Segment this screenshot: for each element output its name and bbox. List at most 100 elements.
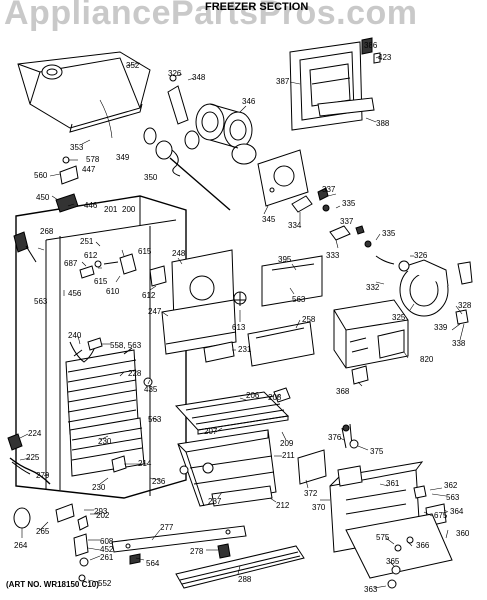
callout-label: 201 [104,205,118,214]
callout-label: 268 [40,227,54,236]
callout-label: 277 [160,523,174,532]
fitting-part [13,231,37,263]
callout-label: 563 [148,415,162,424]
crusher-parts [291,187,372,248]
callout-label: 387 [276,77,290,86]
callout-label: 231 [238,345,252,354]
callout-label: 208 [268,393,282,402]
cover-part [247,321,315,367]
callout-label: 337 [340,217,354,226]
callout-label: 335 [342,199,356,208]
clip-part [351,365,369,385]
callout-label: 261 [100,553,114,562]
callout-label: 365 [386,557,400,566]
callout-label: 337 [322,185,336,194]
callout-label: 675 [434,511,448,520]
bracket-part [167,74,189,125]
leader-lines [19,55,465,589]
callout-label: 335 [382,229,396,238]
callout-label: 338 [452,339,466,348]
callout-label: 240 [68,331,82,340]
callout-label: 326 [168,69,182,78]
callout-label: 608 [100,537,114,546]
callout-label: 202 [96,511,110,520]
callout-label: 212 [276,501,290,510]
screw-part [394,544,402,552]
diagram-title: FREEZER SECTION [205,1,309,13]
clip-part [111,455,127,473]
callout-label: 395 [278,255,292,264]
callout-label: 206 [246,391,260,400]
callout-label: 615 [138,247,152,256]
callout-label: 375 [370,447,384,456]
callout-label: 247 [148,307,162,316]
thermistor-part [341,423,359,449]
callout-labels: 352 326 348 386 423 387 388 346 353 349 … [14,41,472,594]
callout-label: 386 [364,41,378,50]
callout-label: 293 [94,507,108,516]
tubing-part [7,433,51,485]
callout-label: 348 [192,73,206,82]
cover-box-part [297,449,327,485]
mounting-plate-part [257,149,309,207]
callout-label: 225 [26,453,40,462]
callout-label: 366 [416,541,430,550]
wiring-part [69,341,97,363]
callout-label: 687 [64,259,78,268]
hinge-part [217,543,231,559]
callout-label: 364 [450,507,464,516]
callout-label: 237 [208,497,222,506]
callout-label: 230 [98,437,112,446]
callout-label: 332 [366,283,380,292]
callout-label: 345 [262,215,276,224]
callout-label: 612 [84,251,98,260]
callout-label: 615 [94,277,108,286]
callout-label: 578 [86,155,100,164]
light-socket-part [79,253,137,279]
drain-parts [13,503,89,531]
callout-label: 368 [336,387,350,396]
callout-label: 560 [34,171,48,180]
wire-shelf-part [175,387,291,435]
callout-label: 612 [142,291,156,300]
callout-label: 209 [280,439,294,448]
callout-label: 333 [326,251,340,260]
callout-label: 334 [288,221,302,230]
callout-label: 258 [302,315,316,324]
callout-label: 326 [414,251,428,260]
callout-label: 265 [36,527,50,536]
callout-label: 230 [92,483,106,492]
ice-bucket-part [17,51,151,139]
freezer-basket-part [177,429,277,507]
callout-label: 346 [242,97,256,106]
callout-label: 214 [138,459,152,468]
screw-part [406,536,414,544]
callout-label: 563 [34,297,48,306]
duct-part [203,341,235,363]
callout-label: 820 [420,355,434,364]
callout-label: 575 [376,533,390,542]
fastener-part [391,565,401,575]
callout-label: 328 [458,301,472,310]
callout-label: 376 [328,433,342,442]
callout-label: 563 [292,295,306,304]
callout-label: 446 [84,201,98,210]
evaporator-coil-part [65,347,139,435]
callout-label: 450 [36,193,50,202]
callout-label: 388 [376,119,390,128]
callout-label: 353 [70,143,84,152]
callout-label: 248 [172,249,186,258]
callout-label: 325 [392,313,406,322]
callout-label: 224 [28,429,42,438]
lever-parts [55,156,79,213]
callout-label: 435 [144,385,158,394]
callout-label: 452 [100,545,114,554]
callout-label: 339 [434,323,448,332]
callout-label: 372 [304,489,318,498]
callout-label: 447 [82,165,96,174]
callout-label: 363 [364,585,378,594]
callout-label: 352 [126,61,140,70]
callout-label: 558, 563 [110,341,142,350]
